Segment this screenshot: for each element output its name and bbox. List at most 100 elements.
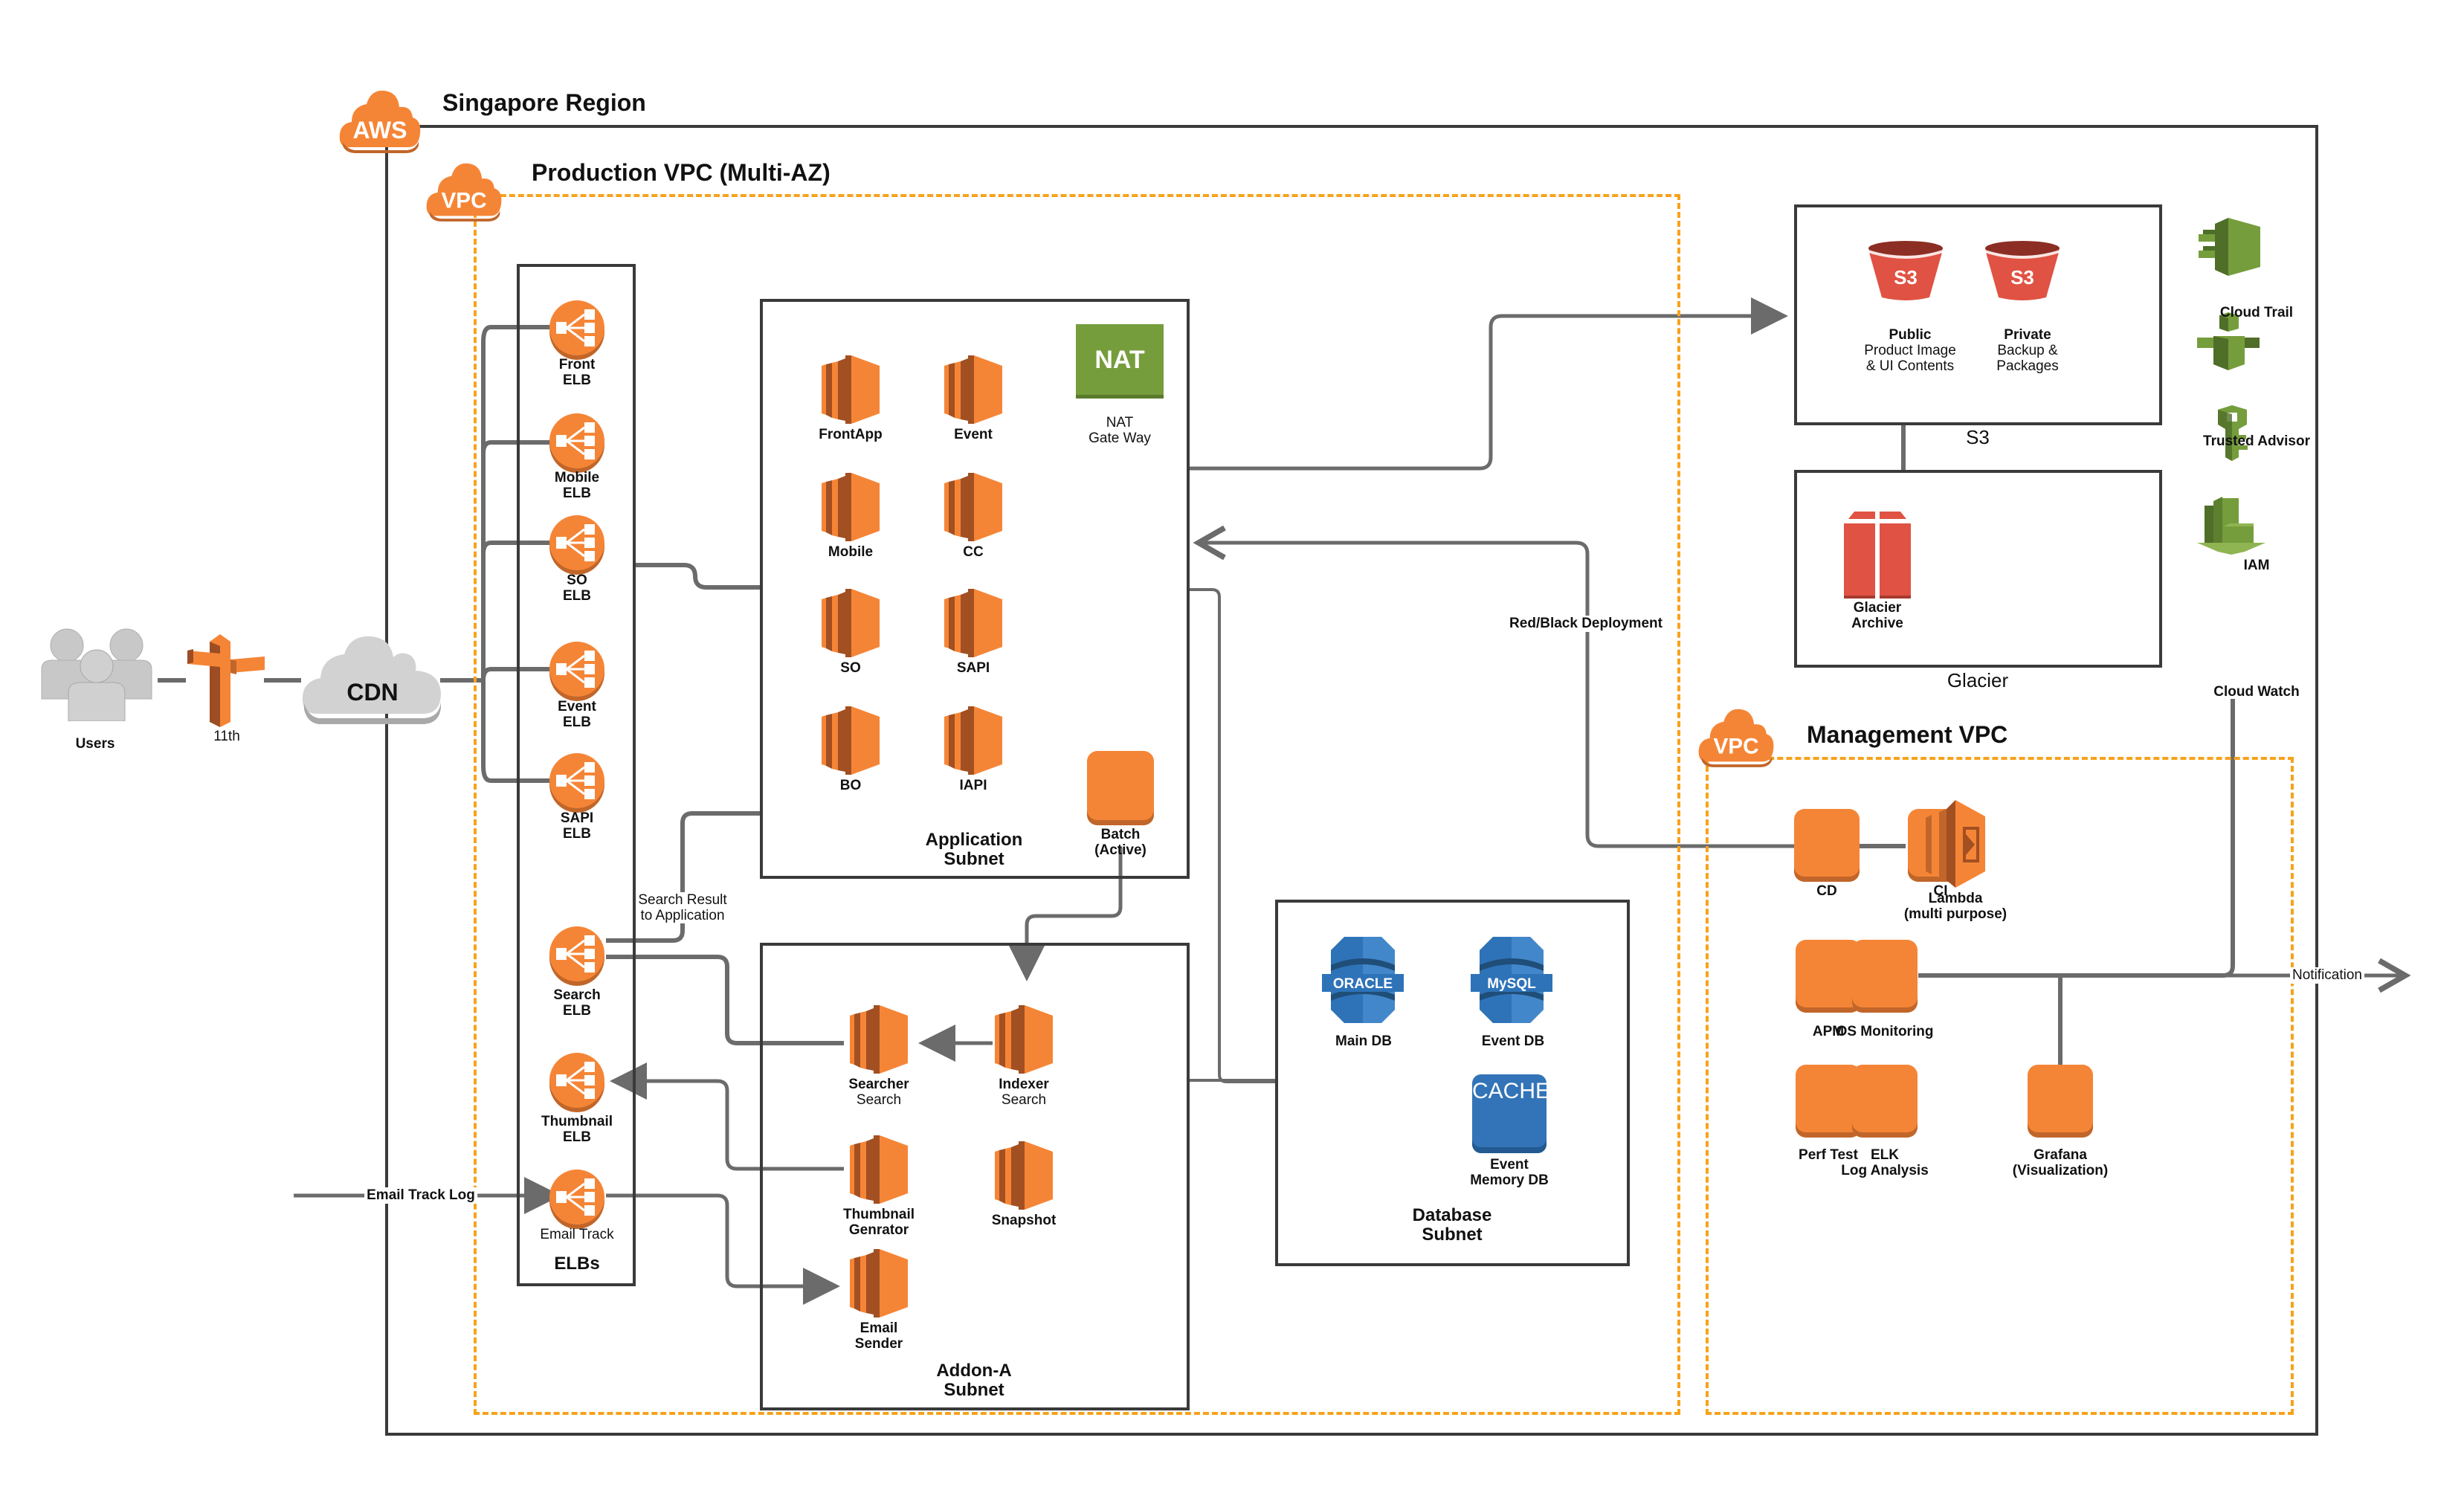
elb-mobile-icon[interactable] [549, 413, 605, 474]
iam-key-icon[interactable] [2212, 405, 2253, 461]
elb-event-label-line1: Event [558, 699, 596, 715]
ec2-indexer-icon[interactable] [995, 1005, 1053, 1074]
apm-server-icon[interactable] [1796, 940, 1861, 1013]
apm-label: APM [1812, 1024, 1845, 1039]
addon-a-subnet [760, 943, 1190, 1410]
elb-group-label: ELBs [554, 1254, 600, 1274]
batch-server-icon[interactable] [1087, 751, 1154, 825]
ec2-cc-label-line1: CC [963, 544, 984, 560]
cloudtrail-icon[interactable] [2197, 218, 2260, 276]
trusted-advisor-label: Trusted Advisor [2203, 433, 2310, 449]
lambda-label: Lambda (multi purpose) [1904, 891, 2007, 922]
users-icon [41, 628, 152, 721]
elb-email-track-icon[interactable] [549, 1169, 605, 1230]
red-black-deployment-edge-label: Red/Black Deployment [1507, 616, 1665, 632]
mysql-rds-icon[interactable]: MySQL [1471, 935, 1552, 1025]
elb-search-label-line1: Search [553, 987, 601, 1003]
ec2-thumbnail-generator-icon[interactable] [850, 1135, 908, 1204]
perf-test-server-icon[interactable] [1796, 1065, 1861, 1138]
ec2-iapi-icon[interactable] [944, 706, 1002, 775]
elb-search-icon[interactable] [549, 926, 605, 987]
elb-event-label-line2: ELB [563, 715, 591, 730]
ec2-iapi-label-line1: IAPI [959, 778, 987, 793]
elb-sapi-label-line1: SAPI [560, 810, 594, 826]
nat-label-line2: Gate Way [1089, 430, 1151, 446]
svg-text:AWS: AWS [353, 117, 407, 143]
singapore-region-frame [385, 125, 2318, 1436]
cloud-trail-label-line1: Cloud Trail [2219, 305, 2294, 320]
glacier-archive-icon[interactable] [1844, 512, 1911, 601]
database-subnet-label-line2: Subnet [1422, 1225, 1483, 1245]
os-monitoring-server-icon[interactable] [1852, 940, 1918, 1013]
database-subnet-label-line1: Database [1412, 1205, 1492, 1225]
cloud-watch-label: Cloud Watch [2213, 684, 2299, 700]
grafana-label-line1: Grafana [2034, 1147, 2087, 1163]
ec2-cc-icon[interactable] [944, 473, 1002, 541]
elk-server-icon[interactable] [1852, 1065, 1918, 1138]
application-subnet [760, 299, 1190, 879]
s3-public-bucket-icon[interactable]: S3 [1867, 239, 1944, 300]
notification-edge-label: Notification [2290, 967, 2364, 984]
ec2-event-icon[interactable] [944, 355, 1002, 424]
elb-mobile-label-line2: ELB [562, 486, 591, 501]
grafana-label: Grafana (Visualization) [2013, 1147, 2108, 1178]
ec2-mobile-label: Mobile [828, 544, 873, 560]
elb-sapi-label-line2: ELB [562, 826, 591, 842]
ec2-frontapp-label-line1: FrontApp [819, 427, 883, 442]
ec2-mobile-icon[interactable] [822, 473, 880, 541]
users-label: Users [75, 736, 115, 752]
management-vpc-cloud-icon[interactable]: VPC [1697, 706, 1775, 767]
oracle-rds-icon[interactable]: ORACLE [1322, 935, 1404, 1025]
trusted-advisor-icon[interactable] [2197, 312, 2260, 370]
ec2-email-sender-icon[interactable] [850, 1249, 908, 1317]
ec2-snapshot-icon[interactable] [995, 1141, 1053, 1210]
s3-private-bucket-icon[interactable]: S3 [1984, 239, 2061, 300]
email-track-log-edge-label: Email Track Log [364, 1187, 477, 1204]
glacier-group-label: Glacier [1947, 669, 2009, 691]
memory-db-label: Event Memory DB [1470, 1157, 1549, 1188]
elb-so-icon[interactable] [549, 515, 605, 575]
cloud-trail-label: Cloud Trail [2220, 305, 2293, 320]
elb-search-label-line2: ELB [563, 1003, 591, 1019]
ec2-sapi-icon[interactable] [944, 589, 1002, 657]
ec2-so-icon[interactable] [822, 589, 880, 657]
ec2-frontapp-icon[interactable] [822, 355, 880, 424]
elb-mobile-label-line1: Mobile [554, 470, 600, 486]
s3-private-line2: Backup & [1997, 343, 2058, 358]
elb-email-track-label: Email Track [540, 1227, 613, 1242]
svg-text:VPC: VPC [441, 188, 486, 213]
elb-thumbnail-label-line2: ELB [563, 1129, 591, 1145]
cd-server-icon[interactable] [1794, 809, 1860, 882]
region-title: Singapore Region [442, 89, 646, 116]
iam-label: IAM [2244, 558, 2270, 573]
elb-event-icon[interactable] [549, 641, 605, 702]
elb-front-icon[interactable] [549, 300, 605, 361]
ec2-iapi-label: IAPI [960, 778, 987, 793]
ec2-event-label: Event [954, 427, 993, 442]
lambda-function-icon[interactable] [1926, 800, 1985, 888]
svg-text:S3: S3 [2010, 266, 2034, 288]
elb-email-track-label-line1: Email Track [540, 1227, 614, 1242]
production-vpc-cloud-icon: VPC [426, 163, 502, 222]
ec2-bo-icon[interactable] [822, 706, 880, 775]
grafana-server-icon[interactable] [2028, 1065, 2093, 1138]
elb-sapi-icon[interactable] [549, 752, 605, 813]
svg-text:S3: S3 [1894, 266, 1918, 288]
elb-so-label-line2: ELB [563, 588, 591, 604]
nat-gateway-icon[interactable]: NAT [1076, 324, 1164, 399]
elasticache-icon[interactable]: CACHE [1472, 1074, 1550, 1153]
elb-thumbnail-icon[interactable] [549, 1052, 605, 1113]
ec2-indexer-label-line1: Indexer [999, 1077, 1049, 1092]
lambda-label-line1: Lambda [1928, 891, 1983, 906]
search-result-line1: Search Result [638, 892, 727, 908]
ec2-searcher-icon[interactable] [850, 1005, 908, 1074]
nat-label-line1: NAT [1106, 415, 1134, 430]
s3-private-line3: Packages [1996, 358, 2059, 374]
ec2-mobile-label-line1: Mobile [828, 544, 874, 560]
cloudwatch-icon[interactable] [2197, 497, 2265, 555]
svg-text:MySQL: MySQL [1487, 976, 1536, 992]
ec2-bo-label-line1: BO [839, 778, 862, 793]
